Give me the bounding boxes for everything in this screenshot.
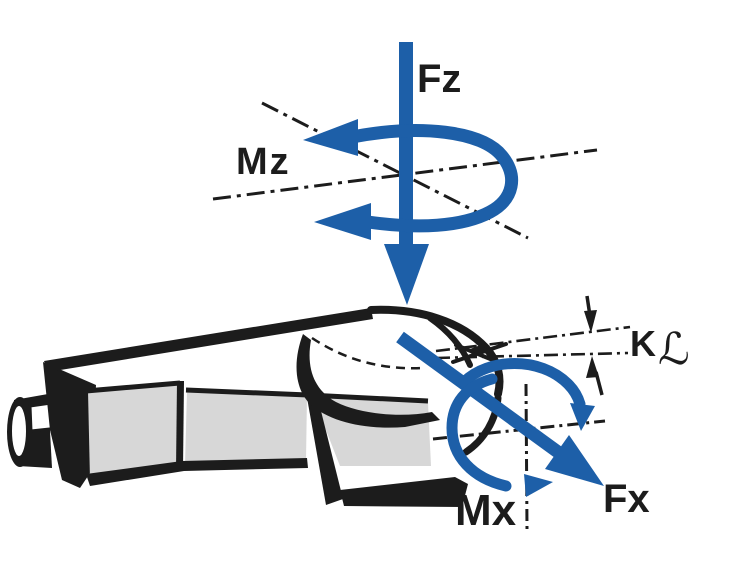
body-bottom-edge-left xyxy=(86,458,308,486)
mz-label: Mz xyxy=(236,141,291,183)
head-hole-arc xyxy=(296,334,440,428)
panel-crease-left xyxy=(176,381,184,470)
mz-arrowhead-top xyxy=(303,119,358,156)
z-axis-line-b xyxy=(212,148,598,201)
force-arrows xyxy=(303,42,604,497)
body-top-edge xyxy=(44,308,373,372)
fx-arrowhead xyxy=(545,435,604,486)
front-panel-left xyxy=(88,383,180,480)
k-dimension-arrows xyxy=(584,295,604,396)
fx-label: Fx xyxy=(603,477,650,521)
panel-crease-wedge xyxy=(306,392,343,505)
sensor-body xyxy=(7,305,508,507)
k-angle-lower-line xyxy=(435,351,629,360)
mx-moment-arrow xyxy=(446,358,595,497)
head-outer-arc xyxy=(367,305,504,398)
mx-vertical-centerline xyxy=(524,383,529,530)
mz-moment-arrow xyxy=(303,119,518,240)
fz-arrowhead xyxy=(384,244,429,305)
head-jaw-inner-arc xyxy=(427,315,473,368)
mz-arrowhead-bottom xyxy=(314,203,371,240)
body-bottom-edge-right xyxy=(340,477,468,507)
fz-label: Fz xyxy=(417,57,461,101)
k-label: K xyxy=(630,323,656,364)
k-dim-lower-tail xyxy=(594,371,604,396)
fz-arrow xyxy=(384,42,429,305)
body-end-cap xyxy=(43,362,96,488)
k-script-l-label: ℒ xyxy=(658,324,690,375)
fx-arrow xyxy=(396,331,604,486)
mx-label: Mx xyxy=(455,486,517,535)
connector-cap-face xyxy=(12,406,26,456)
mx-arrowhead-right xyxy=(570,403,595,431)
front-panel-middle xyxy=(185,390,307,465)
k-dim-upper-arrowhead xyxy=(584,310,597,333)
mx-arrowhead-bottom xyxy=(524,474,553,497)
k-angle-upper-line xyxy=(435,325,631,353)
